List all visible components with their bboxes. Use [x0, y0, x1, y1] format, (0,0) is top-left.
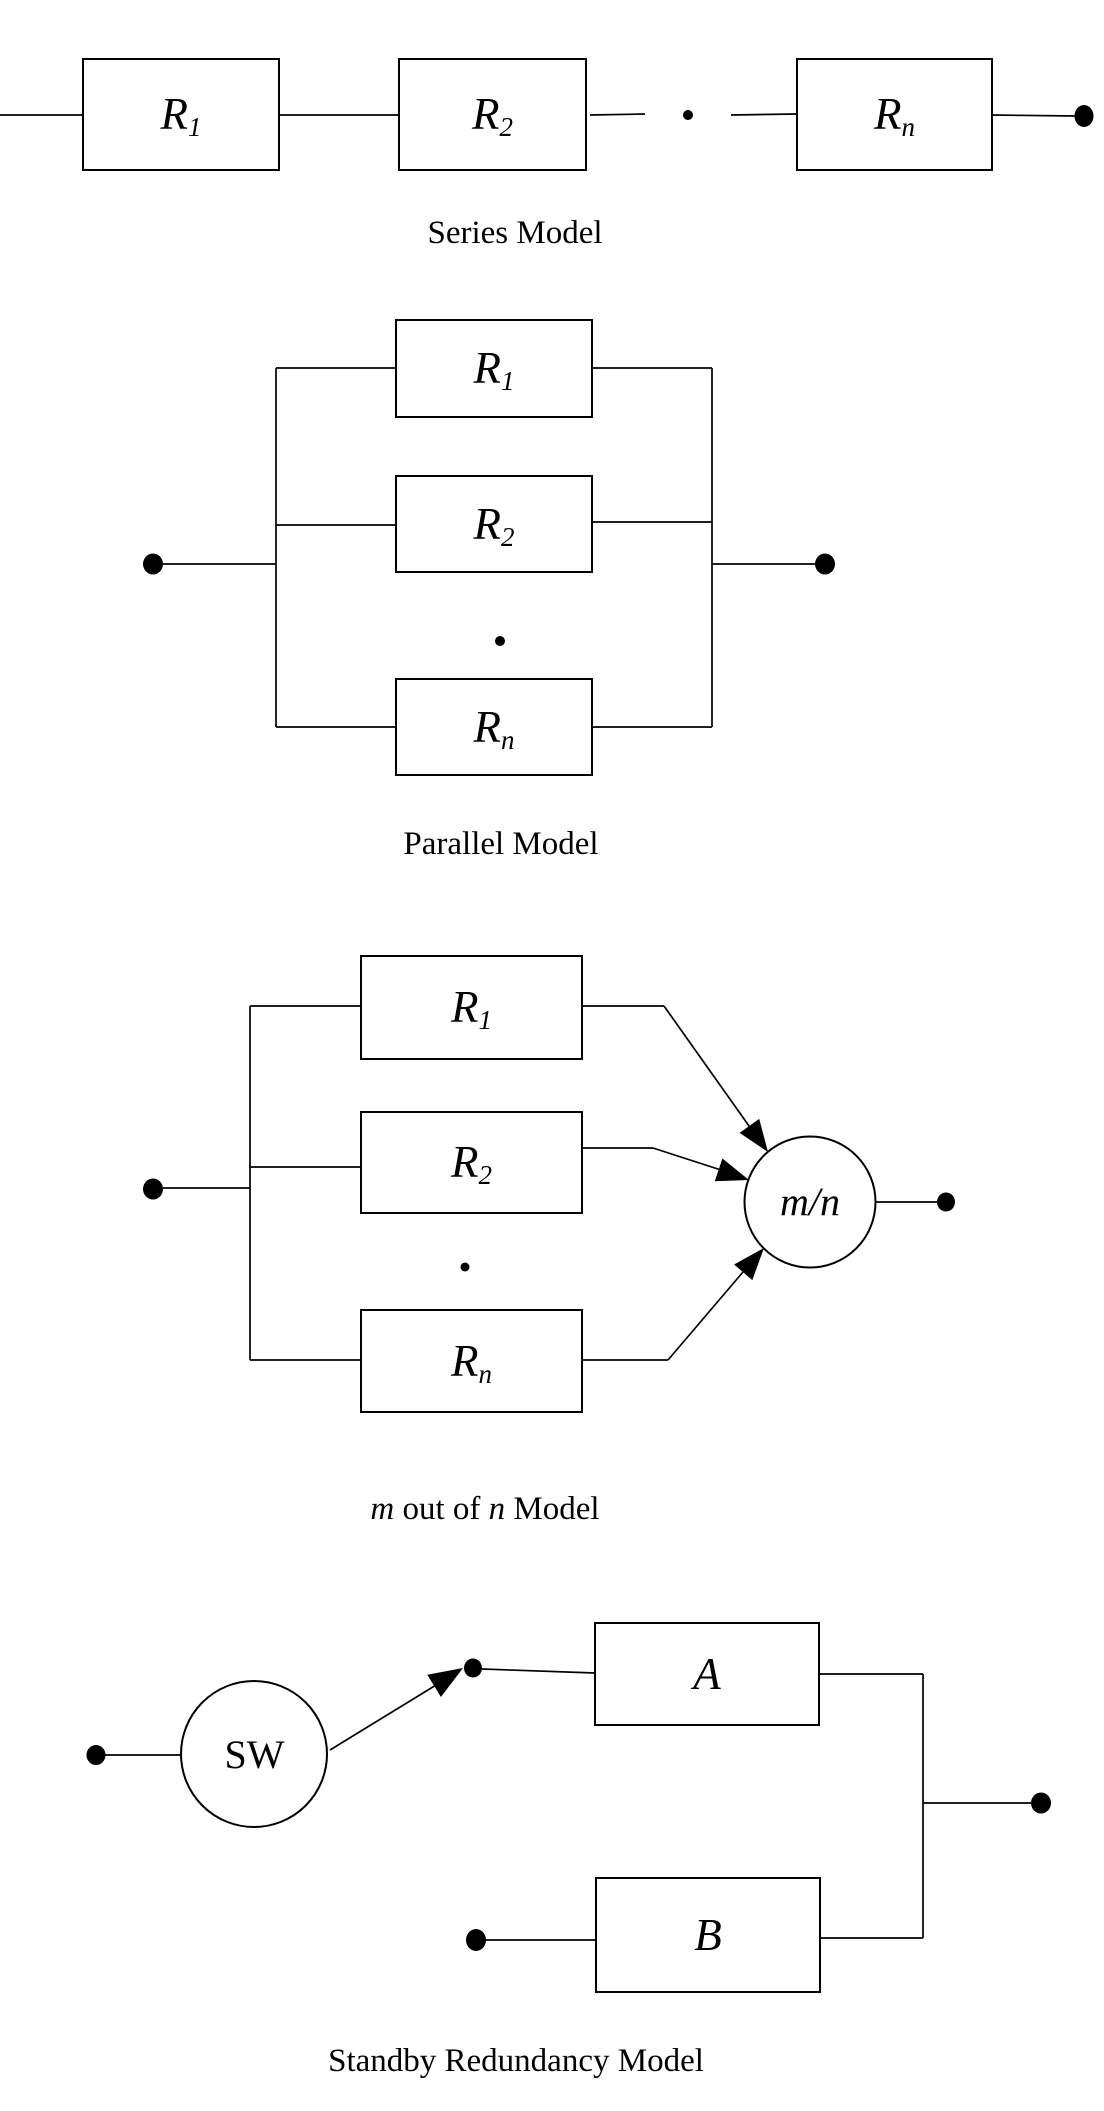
arrow-shaft — [667, 1271, 744, 1361]
ellipsis-dot — [460, 1262, 470, 1272]
block-label-r1: R1 — [83, 59, 279, 170]
terminal-dot — [815, 553, 835, 575]
block-label-sub: n — [501, 724, 515, 755]
arrow-shaft — [652, 1147, 722, 1171]
standby-diagram — [86, 1622, 1051, 1993]
block-label-rn: Rn — [361, 1310, 582, 1412]
terminal-dot — [466, 1929, 486, 1951]
block-label-main: R — [473, 498, 502, 549]
block-label-b: B — [694, 1909, 722, 1960]
switch-arm — [329, 1681, 442, 1751]
terminal-dot — [937, 1192, 955, 1212]
parallel-diagram — [143, 319, 835, 776]
block-label-r2: R2 — [396, 476, 592, 572]
block-label-r1: R1 — [396, 320, 592, 417]
block-label-sub: 1 — [478, 1004, 493, 1035]
series-diagram — [0, 58, 1094, 171]
block-rn-outline — [395, 678, 593, 776]
block-label-main: R — [451, 1335, 479, 1386]
block-label-main: R — [472, 89, 500, 139]
block-label-r2: R2 — [399, 59, 586, 170]
caption-end: Model — [505, 1491, 600, 1527]
block-label-main: R — [874, 89, 902, 139]
block-r1-outline — [360, 955, 583, 1060]
switch-label: SW — [224, 1731, 285, 1777]
terminal-dot — [86, 1745, 106, 1765]
terminal-dot — [143, 1178, 163, 1200]
wire — [991, 114, 1076, 117]
block-label-r1: R1 — [361, 956, 582, 1059]
ellipsis-dot — [495, 636, 505, 646]
block-label-sub: n — [478, 1358, 493, 1389]
arrowhead — [427, 1668, 463, 1697]
terminal-dot — [143, 553, 163, 575]
arrowhead — [739, 1118, 768, 1152]
block-label-sub: 1 — [501, 365, 515, 396]
wire — [481, 1668, 596, 1674]
block-a-outline — [594, 1622, 820, 1726]
block-rn-outline — [360, 1309, 583, 1413]
block-label-sub: n — [901, 111, 916, 142]
block-label-sub: 2 — [478, 1159, 493, 1190]
switch-circle — [180, 1680, 328, 1828]
block-r2-outline — [398, 58, 587, 171]
block-label-main: R — [473, 343, 502, 393]
wire — [589, 113, 646, 116]
wire — [730, 113, 798, 116]
caption-m: m — [370, 1491, 395, 1527]
ellipsis-dot — [683, 110, 693, 120]
block-r1-outline — [395, 319, 593, 418]
block-rn-outline — [796, 58, 993, 171]
block-label-main: R — [451, 982, 479, 1032]
m-out-of-n-caption: m out of n Model — [255, 1490, 715, 1530]
block-label-r2: R2 — [361, 1112, 582, 1213]
standby-caption: Standby Redundancy Model — [328, 2043, 704, 2079]
caption-mid: out of — [394, 1491, 489, 1527]
block-label-sub: 2 — [499, 111, 514, 142]
parallel-caption: Parallel Model — [403, 826, 599, 862]
block-label-rn: Rn — [797, 59, 992, 170]
terminal-dot — [464, 1658, 482, 1678]
series-caption: Series Model — [427, 215, 603, 251]
arrowhead — [734, 1248, 764, 1281]
block-label-main: R — [451, 1137, 479, 1187]
block-label-sub: 2 — [501, 521, 515, 552]
caption-n: n — [488, 1491, 506, 1527]
block-label-main: R — [160, 89, 189, 139]
voter-label: m/n — [780, 1179, 840, 1224]
block-label-rn: Rn — [396, 679, 592, 775]
block-r2-outline — [395, 475, 593, 573]
block-label-a: A — [693, 1648, 721, 1699]
block-b-outline — [595, 1877, 821, 1993]
terminal-dot — [1074, 105, 1094, 127]
arrow-shaft — [663, 1005, 755, 1134]
block-label-sub: 1 — [188, 111, 202, 142]
terminal-dot — [1031, 1792, 1051, 1814]
block-r2-outline — [360, 1111, 583, 1214]
m-out-of-n-diagram — [143, 955, 955, 1413]
arrowhead — [714, 1158, 749, 1182]
block-label-main: R — [473, 701, 502, 752]
